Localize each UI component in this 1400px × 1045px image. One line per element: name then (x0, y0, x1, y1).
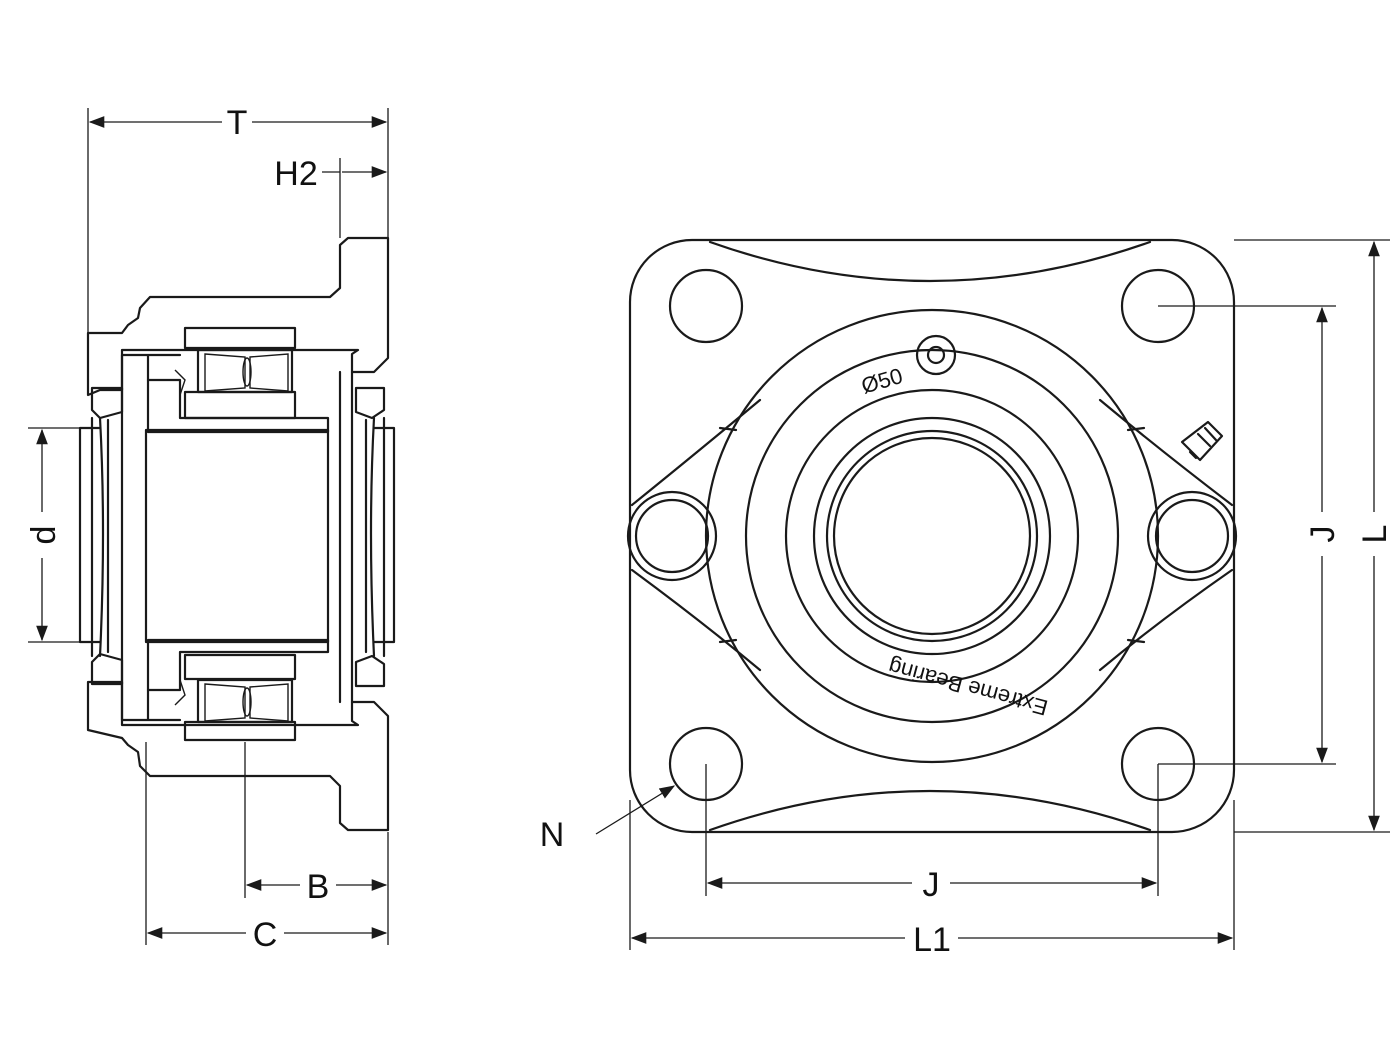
label-d: d (25, 526, 63, 545)
dim-L1: L1 (629, 800, 1235, 959)
brand-marking: Extreme Bearing (886, 654, 1051, 721)
label-T: T (227, 104, 248, 142)
label-C: C (253, 916, 278, 954)
label-L: L (1356, 525, 1394, 544)
housing-section-bottom (86, 680, 390, 832)
roller-bottom (196, 678, 294, 724)
flange-web-right (1098, 398, 1234, 672)
dim-d: d (25, 427, 80, 643)
label-N: N (540, 816, 565, 854)
label-J-vertical: J (1304, 526, 1342, 543)
housing-ticks (718, 426, 1146, 644)
collar-detail (174, 369, 186, 706)
dim-B: B (244, 742, 389, 906)
roller-top-pin (242, 357, 252, 387)
dim-H2: H2 (274, 155, 388, 238)
left-seal-top (90, 386, 124, 420)
label-H2: H2 (274, 155, 317, 193)
dim-J-vertical: J (1158, 305, 1342, 765)
bearing-outer-ring-top (183, 326, 297, 350)
label-J-horizontal: J (923, 866, 940, 904)
housing-section-top (86, 236, 390, 397)
side-lobe-left-outer (626, 490, 718, 582)
housing-middle-ring (784, 388, 1080, 684)
dim-L: L (1234, 239, 1394, 833)
shaft (144, 428, 330, 644)
bearing-outer-ring-bottom (183, 653, 297, 681)
side-lobe-left (634, 498, 710, 574)
side-lobe-right-outer (1146, 490, 1238, 582)
flange-web-top (708, 240, 1152, 283)
roller-bottom-pin (242, 687, 252, 717)
inner-sleeve-bottom (146, 638, 330, 692)
dim-T: T (87, 104, 389, 333)
bolt-hole-top-left (668, 268, 744, 344)
side-lobe-right (1154, 498, 1230, 574)
dim-C: C (145, 742, 389, 954)
lube-hole-outer (915, 334, 957, 376)
dim-J-horizontal: J (705, 764, 1159, 904)
flange-web-left (630, 398, 762, 672)
lube-hole-inner (926, 345, 946, 365)
right-end-cap (364, 416, 396, 658)
left-end-cap (78, 416, 110, 658)
collar-ring (812, 416, 1052, 656)
side-section-view: T H2 d B C (25, 104, 396, 954)
housing-outer-ring (704, 308, 1160, 764)
flange-web-bottom (708, 789, 1152, 832)
housing-boss (744, 348, 1120, 724)
label-L1: L1 (913, 921, 951, 959)
inner-sleeve-top (146, 378, 330, 434)
bore-outer (825, 429, 1039, 643)
left-seal-bottom (90, 652, 124, 686)
housing-cavity-lines (120, 353, 354, 722)
right-seal-top (354, 386, 386, 420)
bore-inner (832, 436, 1032, 636)
label-B: B (307, 868, 330, 906)
front-view: Ø50 Extreme Bearing N J L1 J (540, 238, 1394, 959)
roller-top (196, 348, 294, 394)
right-seal-bottom (354, 654, 386, 688)
bearing-outer-ring-top-lower (183, 390, 297, 420)
grease-nipple-icon (1180, 420, 1224, 462)
dim-N: N (540, 785, 676, 854)
flange-outline (628, 238, 1236, 834)
